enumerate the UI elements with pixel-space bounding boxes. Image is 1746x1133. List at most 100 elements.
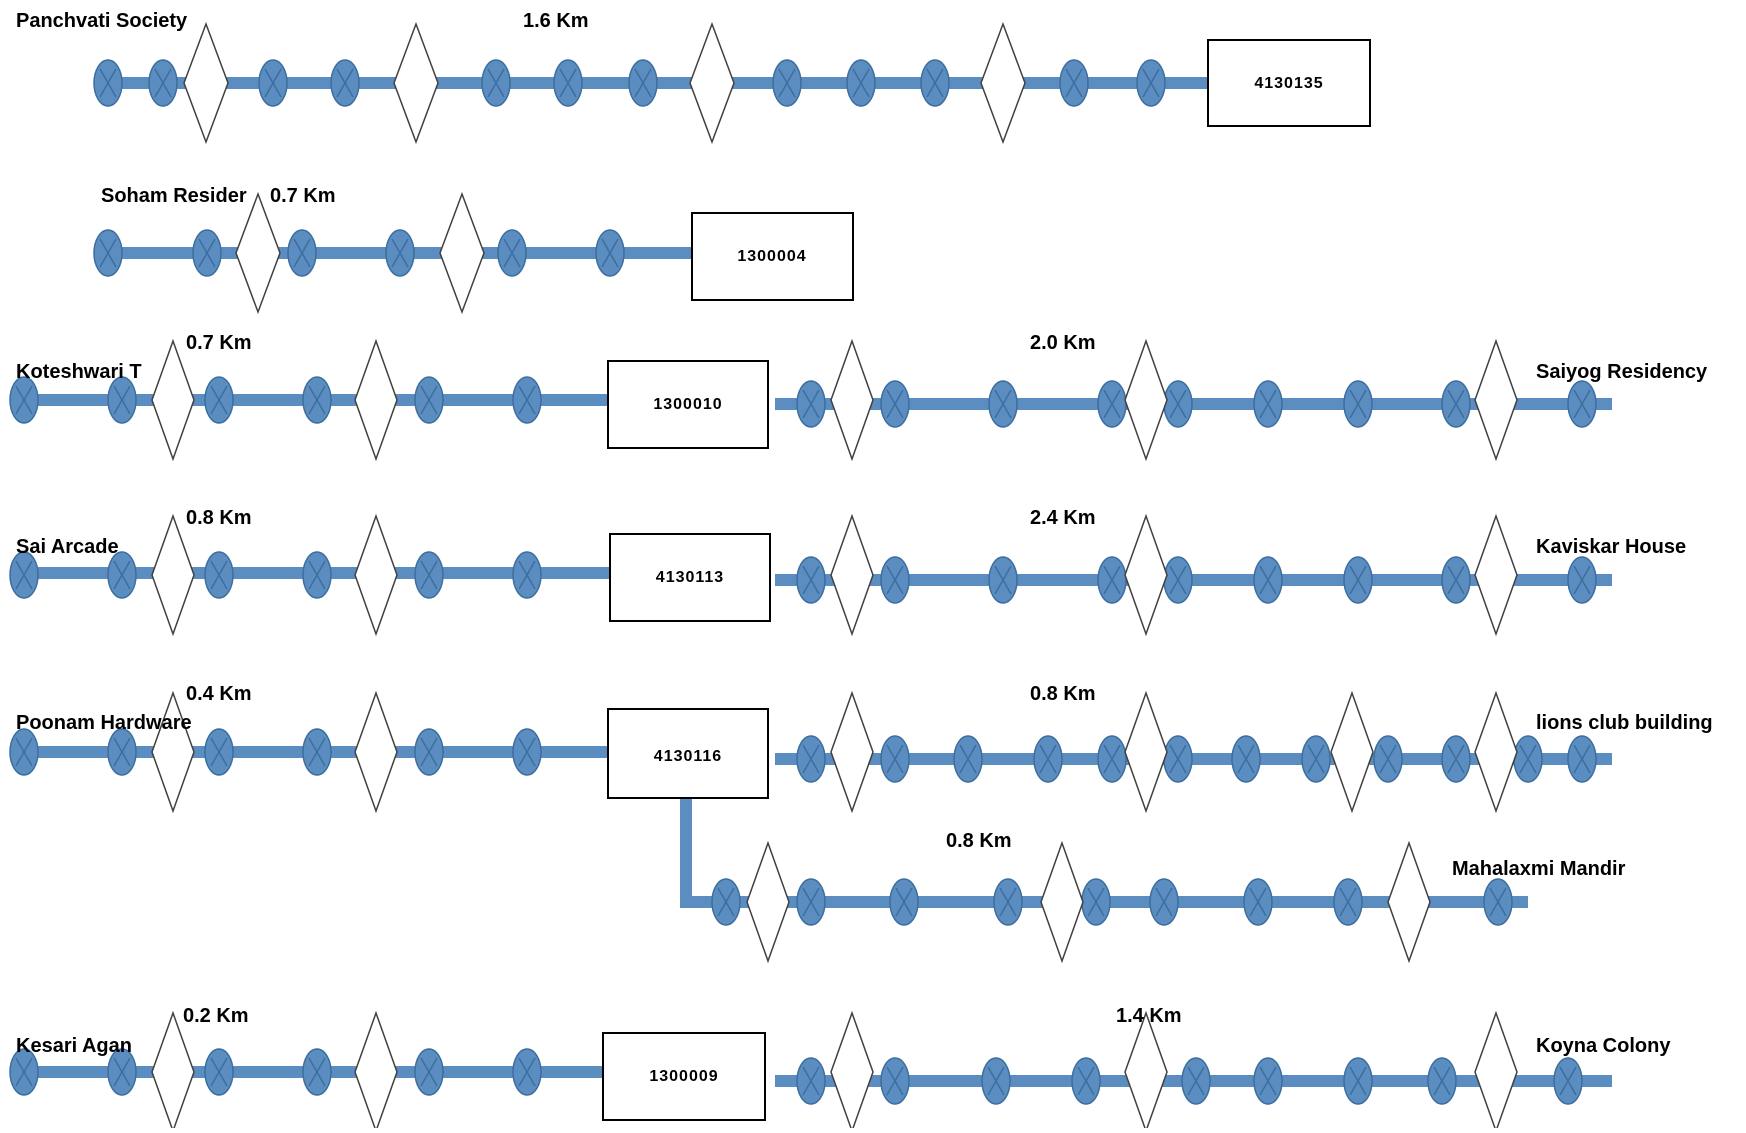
diamond-marker-icon <box>830 338 874 462</box>
circle-with-x-icon <box>481 59 511 107</box>
circle-with-x-icon <box>1059 59 1089 107</box>
circle-with-x-icon <box>107 551 137 599</box>
circle-with-x-icon <box>93 59 123 107</box>
circle-with-x-icon <box>9 728 39 776</box>
circle-with-x-icon <box>1181 1057 1211 1105</box>
circle-with-x-icon <box>981 1057 1011 1105</box>
right-distance-koteshwari: 2.0 Km <box>1030 332 1096 354</box>
circle-with-x-icon <box>204 1048 234 1096</box>
circle-with-x-icon <box>953 735 983 783</box>
diamond-marker-icon <box>1474 1010 1518 1133</box>
right-distance-sai-arcade: 2.4 Km <box>1030 507 1096 529</box>
right-distance-poonam: 0.8 Km <box>1030 683 1096 705</box>
circle-with-x-icon <box>796 735 826 783</box>
box-4130113[interactable] <box>609 533 771 622</box>
circle-with-x-icon <box>1253 1057 1283 1105</box>
circle-with-x-icon <box>1483 878 1513 926</box>
end-label-kaviskar: Kaviskar House <box>1536 536 1686 558</box>
circle-with-x-icon <box>1373 735 1403 783</box>
diamond-marker-icon <box>1474 513 1518 637</box>
circle-with-x-icon <box>1163 380 1193 428</box>
diamond-marker-icon <box>830 1010 874 1133</box>
circle-with-x-icon <box>796 878 826 926</box>
circle-with-x-icon <box>988 556 1018 604</box>
diamond-marker-icon <box>830 690 874 814</box>
circle-with-x-icon <box>1163 735 1193 783</box>
circle-with-x-icon <box>1071 1057 1101 1105</box>
circle-with-x-icon <box>711 878 741 926</box>
circle-with-x-icon <box>1567 556 1597 604</box>
box-label-4130113: 4130113 <box>656 569 724 586</box>
circle-with-x-icon <box>1231 735 1261 783</box>
diamond-marker-icon <box>354 690 398 814</box>
circle-with-x-icon <box>414 376 444 424</box>
diamond-marker-icon <box>354 1010 398 1133</box>
circle-with-x-icon <box>988 380 1018 428</box>
circle-with-x-icon <box>920 59 950 107</box>
box-1300010[interactable] <box>607 360 769 449</box>
diamond-marker-icon <box>1040 840 1084 964</box>
circle-with-x-icon <box>1333 878 1363 926</box>
branch-distance: 0.8 Km <box>946 830 1012 852</box>
circle-with-x-icon <box>1567 380 1597 428</box>
distance-label-soham: 0.7 Km <box>270 185 336 207</box>
end-label-mahalaxmi: Mahalaxmi Mandir <box>1452 858 1626 880</box>
distance-label-panchvati: 1.6 Km <box>523 10 589 32</box>
circle-with-x-icon <box>1097 556 1127 604</box>
start-label-koteshwari: Koteshwari T <box>16 361 142 383</box>
end-label-koyna: Koyna Colony <box>1536 1035 1671 1057</box>
circle-with-x-icon <box>512 1048 542 1096</box>
diamond-marker-icon <box>1124 513 1168 637</box>
circle-with-x-icon <box>1081 878 1111 926</box>
circle-with-x-icon <box>1136 59 1166 107</box>
circle-with-x-icon <box>512 376 542 424</box>
circle-with-x-icon <box>595 229 625 277</box>
circle-with-x-icon <box>1427 1057 1457 1105</box>
start-label-kesari: Kesari Agan <box>16 1035 132 1057</box>
circle-with-x-icon <box>1033 735 1063 783</box>
circle-with-x-icon <box>107 1048 137 1096</box>
circle-with-x-icon <box>302 551 332 599</box>
circle-with-x-icon <box>204 551 234 599</box>
box-label-1300010: 1300010 <box>653 396 722 413</box>
diamond-marker-icon <box>393 21 439 145</box>
start-label-sai-arcade: Sai Arcade <box>16 536 119 558</box>
circle-with-x-icon <box>1243 878 1273 926</box>
diamond-marker-icon <box>151 338 195 462</box>
box-1300009[interactable] <box>602 1032 766 1121</box>
circle-with-x-icon <box>1149 878 1179 926</box>
left-distance-sai-arcade: 0.8 Km <box>186 507 252 529</box>
box-label-4130135: 4130135 <box>1254 75 1323 92</box>
circle-with-x-icon <box>302 728 332 776</box>
circle-with-x-icon <box>993 878 1023 926</box>
circle-with-x-icon <box>1343 380 1373 428</box>
left-distance-koteshwari: 0.7 Km <box>186 332 252 354</box>
diamond-marker-icon <box>439 191 485 315</box>
circle-with-x-icon <box>796 556 826 604</box>
box-label-4130116: 4130116 <box>654 748 722 765</box>
circle-with-x-icon <box>880 556 910 604</box>
box-1300004[interactable] <box>691 212 854 301</box>
diamond-marker-icon <box>1474 338 1518 462</box>
end-label-lions-club: lions club building <box>1536 712 1713 734</box>
circle-with-x-icon <box>889 878 919 926</box>
circle-with-x-icon <box>846 59 876 107</box>
diamond-marker-icon <box>980 21 1026 145</box>
circle-with-x-icon <box>107 728 137 776</box>
circle-with-x-icon <box>148 59 178 107</box>
circle-with-x-icon <box>1567 735 1597 783</box>
circle-with-x-icon <box>1441 380 1471 428</box>
circle-with-x-icon <box>512 728 542 776</box>
circle-with-x-icon <box>1343 556 1373 604</box>
diamond-marker-icon <box>746 840 790 964</box>
box-4130116[interactable] <box>607 708 769 799</box>
box-4130135[interactable] <box>1207 39 1371 127</box>
circle-with-x-icon <box>772 59 802 107</box>
circle-with-x-icon <box>497 229 527 277</box>
diamond-marker-icon <box>1330 690 1374 814</box>
